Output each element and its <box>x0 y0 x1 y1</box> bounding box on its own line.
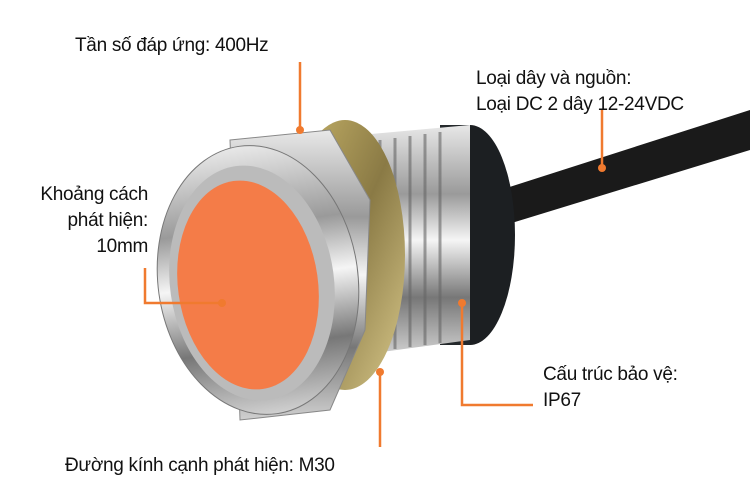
sensing-face <box>177 180 319 390</box>
callout-wiring-value: Loại DC 2 dây 12-24VDC <box>476 94 684 115</box>
callout-lines <box>143 62 604 447</box>
dot-protection <box>458 299 466 307</box>
callout-distance-line1: Khoảng cách <box>40 184 148 205</box>
dot-distance <box>218 299 226 307</box>
dot-wiring <box>598 164 606 172</box>
callout-wiring-title: Loại dây và nguồn: <box>476 68 632 89</box>
callout-protection-value: IP67 <box>543 390 581 411</box>
cable <box>500 110 750 225</box>
dot-frequency <box>296 126 304 134</box>
callout-distance-value: 10mm <box>96 236 148 257</box>
callout-protection-title: Cấu trúc bảo vệ: <box>543 364 678 385</box>
dot-diameter <box>376 368 384 376</box>
callout-distance-line2: phát hiện: <box>67 210 149 231</box>
callout-frequency: Tần số đáp ứng: 400Hz <box>75 35 269 56</box>
callout-diameter: Đường kính cạnh phát hiện: M30 <box>65 455 335 476</box>
